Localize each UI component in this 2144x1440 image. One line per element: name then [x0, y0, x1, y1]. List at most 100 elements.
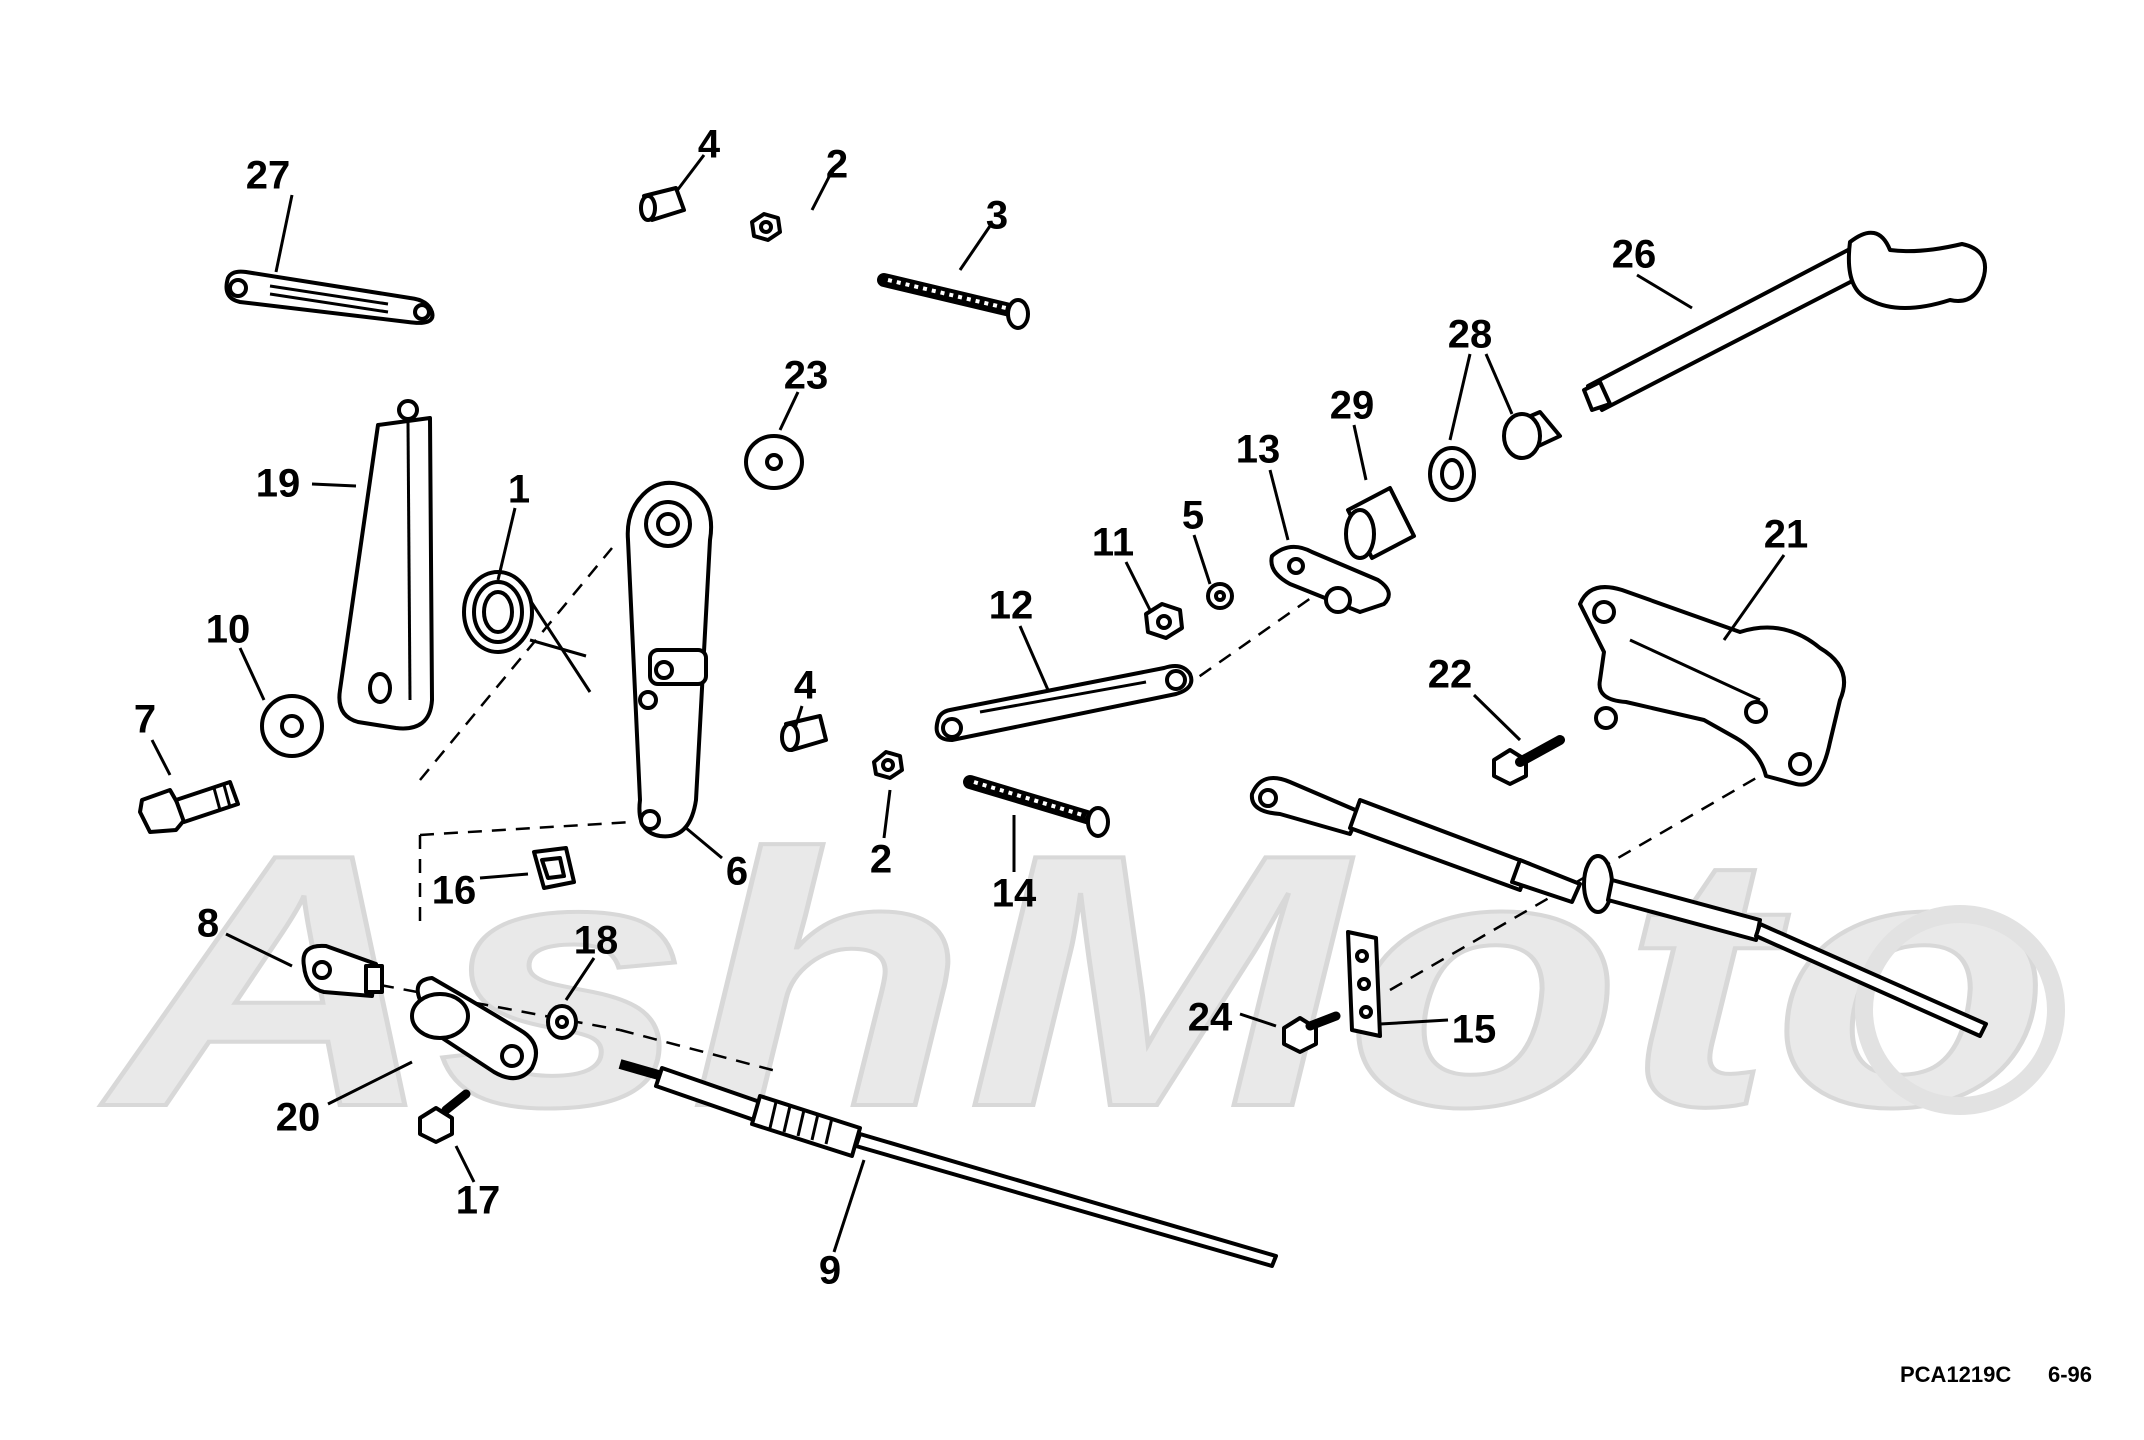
part-connector-8 [301, 943, 384, 998]
part-arm-19 [337, 399, 434, 731]
leader-line [778, 391, 800, 431]
leader-line [1379, 1018, 1449, 1026]
callout-18: 18 [574, 919, 619, 963]
callout-22: 22 [1428, 653, 1473, 697]
drawing-code: PCA1219C [1900, 1362, 2011, 1387]
callout-9: 9 [819, 1249, 841, 1293]
leader-line [564, 957, 596, 1001]
callout-labels: 27 4 2 3 26 28 23 29 19 1 13 21 5 11 12 … [134, 123, 1808, 1293]
leader-line [958, 225, 992, 271]
leader-line [1352, 424, 1368, 481]
callout-16: 16 [432, 869, 477, 913]
leader-line [810, 174, 832, 211]
part-bolt-22 [1492, 735, 1565, 786]
drawing-date: 6-96 [2048, 1362, 2092, 1387]
watermark-wheel-icon [1855, 905, 2065, 1115]
leader-line [225, 932, 293, 968]
part-bolt-17 [418, 1089, 471, 1144]
callout-26: 26 [1612, 233, 1657, 277]
part-bolt-7 [138, 780, 240, 834]
callout-23: 23 [784, 354, 829, 398]
leader-line [685, 826, 723, 860]
leader-line [1018, 625, 1050, 691]
callout-8: 8 [197, 902, 219, 946]
leader-line [327, 1060, 413, 1106]
leader-line [1722, 554, 1786, 641]
callout-4-top: 4 [698, 123, 721, 167]
watermark: AshMoto [94, 778, 2065, 1184]
part-nut-2-mid [872, 750, 904, 780]
leader-line [1192, 534, 1212, 585]
part-link-rod-27 [224, 269, 435, 325]
part-washer-5 [1206, 582, 1234, 610]
callout-2-top: 2 [826, 143, 848, 187]
callout-11: 11 [1092, 521, 1134, 565]
leader-line [1484, 353, 1514, 415]
leader-line [274, 194, 294, 273]
callout-28: 28 [1448, 313, 1493, 357]
leader-line [1268, 469, 1290, 541]
part-screw-3 [877, 273, 1030, 330]
callout-6: 6 [726, 850, 748, 894]
part-bracket-13 [1269, 544, 1391, 614]
part-lever-6 [625, 480, 713, 839]
part-bolt-24 [1282, 1011, 1341, 1054]
part-bracket-21 [1578, 585, 1846, 787]
leader-line [832, 1159, 866, 1253]
part-sleeve-29 [1344, 486, 1416, 560]
part-nut-2-top [750, 212, 782, 242]
callout-2-mid: 2 [870, 838, 892, 882]
callout-12: 12 [989, 584, 1034, 628]
callout-1: 1 [508, 468, 530, 512]
part-link-12 [934, 664, 1194, 742]
leader-line [1239, 1012, 1277, 1028]
leader-line [793, 705, 804, 729]
part-bushings-28 [1428, 410, 1562, 502]
part-washer-23 [744, 434, 804, 490]
callout-27: 27 [246, 154, 291, 198]
leader-line [1124, 561, 1152, 611]
assembly-lines [379, 547, 1771, 1074]
leader-line [1636, 273, 1693, 310]
leader-line [674, 154, 706, 193]
callout-3: 3 [986, 194, 1008, 238]
callout-4-mid: 4 [794, 664, 817, 708]
callout-15: 15 [1452, 1008, 1497, 1052]
part-bushing-4-mid [780, 714, 828, 752]
callout-5: 5 [1182, 494, 1204, 538]
callout-29: 29 [1330, 384, 1375, 428]
leader-line [1472, 693, 1522, 742]
part-nut-11 [1144, 602, 1184, 640]
part-plate-15 [1346, 930, 1382, 1038]
part-cable-right [1249, 776, 1988, 1038]
watermark-text: AshMoto [96, 780, 2050, 1182]
part-clip-16 [532, 846, 576, 890]
callout-7: 7 [134, 698, 156, 742]
part-washer-10 [260, 694, 324, 758]
part-washer-18 [546, 1004, 578, 1040]
leader-line [882, 789, 892, 839]
leader-line [479, 872, 529, 880]
leader-line [311, 482, 357, 488]
part-crank-20 [410, 976, 538, 1080]
callout-10: 10 [206, 608, 251, 652]
part-cable-9 [618, 1059, 1278, 1268]
leader-line [150, 739, 172, 776]
part-screw-14 [963, 775, 1110, 838]
leader-line [1448, 353, 1472, 441]
callout-14: 14 [992, 872, 1037, 916]
callout-20: 20 [276, 1096, 321, 1140]
leader-lines [150, 154, 1786, 1253]
part-spring-1 [462, 570, 592, 693]
leader-line [238, 647, 266, 701]
leader-line [454, 1145, 476, 1183]
callout-13: 13 [1236, 428, 1281, 472]
callout-24: 24 [1188, 996, 1233, 1040]
leader-line [496, 507, 517, 581]
callout-17: 17 [456, 1179, 501, 1223]
callout-21: 21 [1764, 513, 1809, 557]
part-shaft-26 [1582, 230, 1987, 412]
callout-19: 19 [256, 462, 301, 506]
part-bushing-4-top [639, 186, 686, 222]
